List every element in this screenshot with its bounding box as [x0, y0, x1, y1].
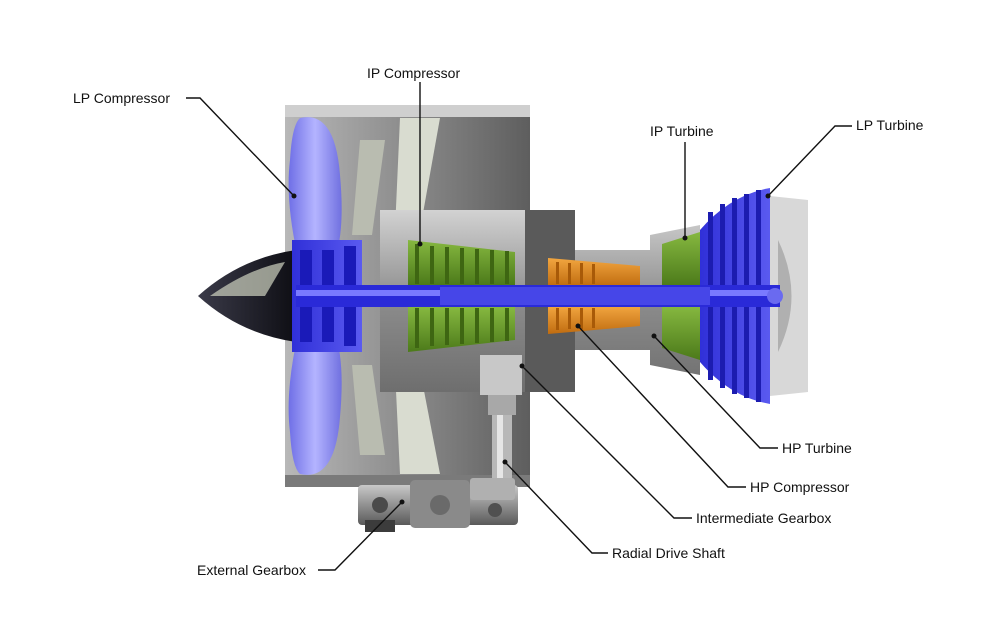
lp-turbine-label: LP Turbine — [856, 117, 924, 133]
engine-illustration — [198, 105, 808, 532]
spinner-highlight — [210, 262, 285, 296]
ip-turbine-stage — [662, 232, 700, 360]
label-hp-turbine: HP Turbine — [651, 333, 852, 456]
label-radial-drive-shaft: Radial Drive Shaft — [502, 459, 725, 561]
label-lp-turbine: LP Turbine — [765, 117, 924, 199]
label-ip-turbine: IP Turbine — [650, 123, 714, 241]
lp-compressor-label: LP Compressor — [73, 90, 170, 106]
hp-compressor-label: HP Compressor — [750, 479, 850, 495]
ip-compressor-label: IP Compressor — [367, 65, 460, 81]
label-intermediate-gearbox: Intermediate Gearbox — [519, 363, 831, 526]
hp-turbine-label: HP Turbine — [782, 440, 852, 456]
label-hp-compressor: HP Compressor — [575, 323, 850, 495]
radial-drive-shaft — [480, 355, 522, 485]
fan-blades — [288, 117, 342, 475]
hp-compressor-stages — [548, 258, 640, 334]
label-lp-compressor: LP Compressor — [73, 90, 297, 199]
ip-compressor-stages — [408, 240, 515, 352]
engine-shafts — [296, 285, 783, 307]
label-ip-compressor: IP Compressor — [367, 65, 460, 247]
intermediate-gearbox-label: Intermediate Gearbox — [696, 510, 831, 526]
ip-turbine-label: IP Turbine — [650, 123, 714, 139]
external-gearbox — [358, 478, 518, 532]
external-gearbox-label: External Gearbox — [197, 562, 306, 578]
radial-drive-shaft-label: Radial Drive Shaft — [612, 545, 725, 561]
label-external-gearbox: External Gearbox — [197, 499, 405, 578]
